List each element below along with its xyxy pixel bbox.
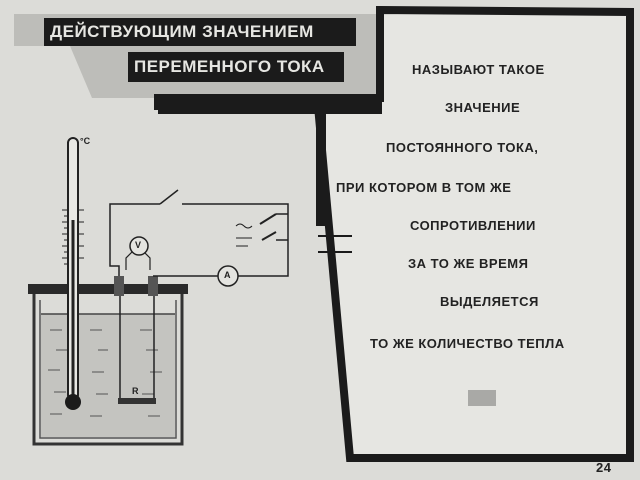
grey-marker (468, 390, 496, 406)
voltmeter-label: V (135, 240, 142, 250)
definition-line-8: ТО ЖЕ КОЛИЧЕСТВО ТЕПЛА (370, 336, 565, 351)
voltmeter (129, 236, 149, 256)
switch-blade (159, 189, 179, 205)
resistor-element (118, 398, 156, 404)
circuit-wire-main (109, 203, 160, 276)
voltmeter-lead-left (125, 249, 135, 270)
title-line1: ДЕЙСТВУЮЩИМ ЗНАЧЕНИЕМ (50, 22, 314, 41)
definition-line-7: ВЫДЕЛЯЕТСЯ (440, 294, 539, 309)
title-line1-bg (44, 18, 356, 46)
resistor-label: R (132, 386, 139, 396)
container-body (32, 294, 184, 446)
frame-accent-bar (158, 98, 382, 114)
definition-line-2: ЗНАЧЕНИЕ (445, 100, 521, 115)
page-number: 24 (596, 460, 612, 475)
title-line2: ПЕРЕМЕННОГО ТОКА (134, 57, 325, 76)
water-ripples (48, 329, 162, 417)
definition-line-5: СОПРОТИВЛЕНИИ (410, 218, 536, 233)
title-line2-bg (128, 52, 344, 82)
water (41, 314, 175, 437)
definition-line-4: ПРИ КОТОРОМ В ТОМ ЖЕ (336, 180, 512, 195)
container-lid (28, 284, 188, 294)
source-plate-short (261, 231, 277, 241)
thermometer-scale (62, 209, 84, 265)
ammeter (217, 265, 239, 287)
container-inner-wall (39, 300, 177, 439)
definition-line-6: ЗА ТО ЖЕ ВРЕМЯ (408, 256, 529, 271)
circuit-wire-top (182, 203, 289, 277)
ammeter-label: A (224, 270, 231, 280)
thermometer-unit-label: °C (80, 136, 91, 146)
source-tilde-marks (235, 223, 253, 247)
voltmeter-lead-right (143, 251, 151, 270)
definition-line-1: НАЗЫВАЮТ ТАКОЕ (412, 62, 545, 77)
source-plate-long (259, 213, 277, 225)
terminal-left (114, 276, 124, 296)
thermometer-bulb (65, 394, 81, 410)
terminal-right (148, 276, 158, 296)
frame-left-post (316, 106, 326, 226)
definition-line-3: ПОСТОЯННОГО ТОКА, (386, 140, 539, 155)
